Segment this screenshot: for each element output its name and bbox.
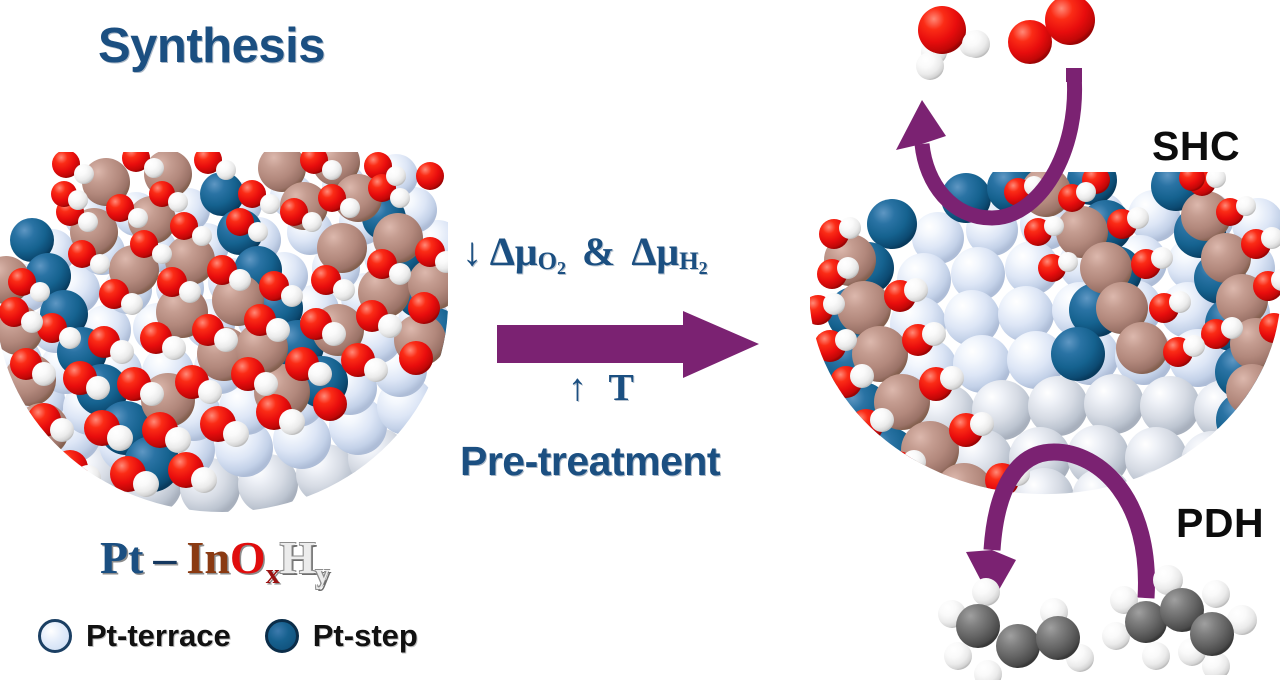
c3h6-molecule-icon bbox=[938, 578, 1094, 685]
legend-item-pt-terrace: Pt-terrace bbox=[38, 618, 231, 654]
chemical-potential-condition: ↓ ΔμO2 & ΔμH2 bbox=[462, 228, 708, 279]
up-arrow-icon: ↑ bbox=[568, 367, 587, 409]
shc-reaction-arrow-icon bbox=[896, 68, 1083, 226]
c3h8-molecule-icon bbox=[1102, 565, 1257, 680]
legend-label-pt-terrace: Pt-terrace bbox=[86, 618, 231, 653]
subscript-o: O bbox=[537, 248, 558, 275]
formula-in: In bbox=[186, 532, 230, 583]
hydrogen-on-steps bbox=[823, 172, 1280, 486]
subscript-o-number: 2 bbox=[557, 258, 567, 278]
delta-symbol-h2: Δ bbox=[631, 229, 657, 274]
formula-dash: – bbox=[153, 532, 177, 583]
formula-o-subscript: x bbox=[265, 559, 280, 591]
temperature-symbol: T bbox=[608, 367, 634, 409]
temperature-condition: ↑ T bbox=[568, 366, 634, 410]
down-arrow-icon: ↓ bbox=[462, 229, 482, 274]
pdh-reaction-arrow-icon bbox=[966, 443, 1155, 602]
shc-reaction-arrow bbox=[888, 58, 1098, 238]
subscript-h-number: 2 bbox=[698, 258, 708, 278]
delta-symbol-o2: Δ bbox=[489, 229, 515, 274]
formula-o: O bbox=[229, 532, 266, 583]
ampersand: & bbox=[582, 229, 616, 274]
pt-step-swatch-icon bbox=[264, 619, 299, 653]
mu-symbol-h2: μ bbox=[656, 229, 680, 274]
shc-label: SHC bbox=[1152, 123, 1241, 169]
left-particle-atoms bbox=[0, 152, 448, 512]
propylene-molecule bbox=[930, 570, 1130, 685]
pdh-reaction-arrow bbox=[950, 440, 1180, 620]
o2-molecule-icon bbox=[1008, 0, 1095, 64]
formula-h-subscript: y bbox=[315, 559, 330, 591]
transformation-arrow-icon bbox=[497, 311, 759, 378]
left-particle-graphic bbox=[0, 152, 448, 512]
propane-molecule bbox=[1100, 560, 1280, 680]
formula-label: Pt–InOxHy bbox=[100, 531, 329, 591]
legend: Pt-terrace Pt-step bbox=[38, 618, 418, 654]
pdh-label: PDH bbox=[1176, 500, 1265, 546]
pretreatment-label: Pre-treatment bbox=[460, 438, 721, 484]
mu-symbol-o2: μ bbox=[514, 229, 538, 274]
formula-pt: Pt bbox=[100, 532, 144, 583]
synthesis-title: Synthesis bbox=[98, 19, 325, 73]
legend-item-pt-step: Pt-step bbox=[264, 618, 418, 654]
oxygen-molecule bbox=[1000, 0, 1110, 80]
legend-label-pt-step: Pt-step bbox=[312, 618, 418, 653]
formula-h: H bbox=[279, 532, 316, 583]
left-nanoparticle-covered bbox=[0, 152, 456, 512]
transformation-arrow bbox=[497, 311, 759, 381]
hydrogen-atoms bbox=[21, 158, 448, 497]
subscript-h: H bbox=[679, 248, 699, 275]
h2o-molecule-icon bbox=[916, 6, 990, 80]
pt-terrace-swatch-icon bbox=[38, 619, 72, 653]
water-molecule bbox=[892, 4, 1002, 94]
